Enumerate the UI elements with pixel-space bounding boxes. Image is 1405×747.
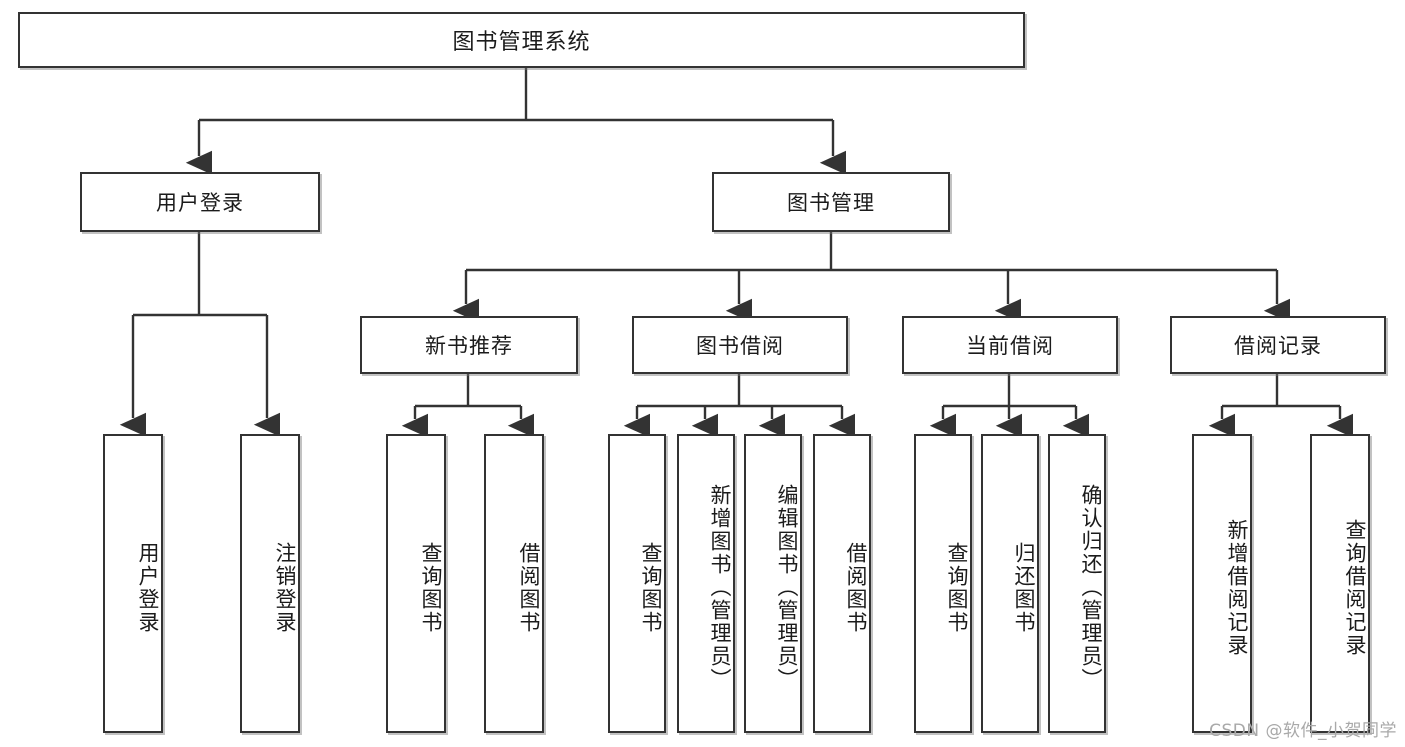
leaf-query-borrow-record[interactable]: 查询借阅记录 bbox=[1310, 434, 1370, 733]
node-book-borrow[interactable]: 图书借阅 bbox=[632, 316, 848, 374]
leaf-borrow-book[interactable]: 借阅图书 bbox=[813, 434, 871, 733]
leaf-user-login[interactable]: 用户登录 bbox=[103, 434, 163, 733]
leaf-add-borrow-record[interactable]: 新增借阅记录 bbox=[1192, 434, 1252, 733]
node-user-login[interactable]: 用户登录 bbox=[80, 172, 320, 232]
leaf-user-logout[interactable]: 注销登录 bbox=[240, 434, 300, 733]
node-new-book-recommend[interactable]: 新书推荐 bbox=[360, 316, 578, 374]
leaf-borrow-book-recommend[interactable]: 借阅图书 bbox=[484, 434, 544, 733]
leaf-query-book-recommend[interactable]: 查询图书 bbox=[386, 434, 446, 733]
node-current-borrow[interactable]: 当前借阅 bbox=[902, 316, 1118, 374]
leaf-confirm-return-admin[interactable]: 确认归还（管理员） bbox=[1048, 434, 1106, 733]
leaf-add-book-admin[interactable]: 新增图书（管理员） bbox=[677, 434, 735, 733]
leaf-edit-book-admin[interactable]: 编辑图书（管理员） bbox=[744, 434, 802, 733]
node-book-management[interactable]: 图书管理 bbox=[712, 172, 950, 232]
leaf-query-book-current[interactable]: 查询图书 bbox=[914, 434, 972, 733]
leaf-return-book[interactable]: 归还图书 bbox=[981, 434, 1039, 733]
node-borrow-record[interactable]: 借阅记录 bbox=[1170, 316, 1386, 374]
leaf-query-book-borrow[interactable]: 查询图书 bbox=[608, 434, 666, 733]
node-root-system[interactable]: 图书管理系统 bbox=[18, 12, 1025, 68]
